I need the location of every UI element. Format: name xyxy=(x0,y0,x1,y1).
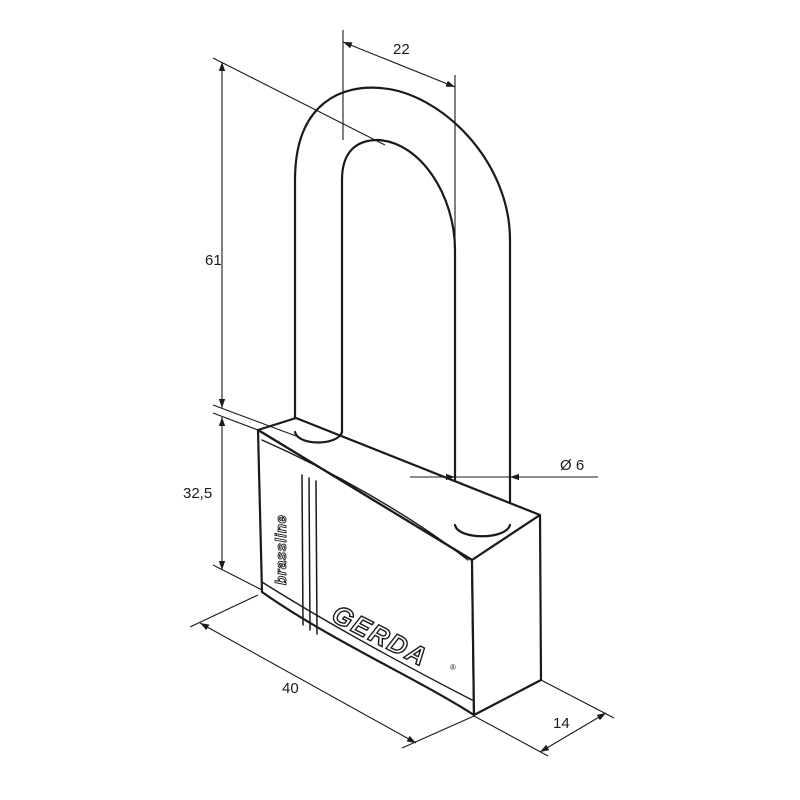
dimension-body-width: 40 xyxy=(189,594,475,749)
dimension-label-22: 22 xyxy=(393,41,410,58)
shackle-left-socket xyxy=(293,430,344,444)
brand-registered-mark: ® xyxy=(450,663,456,672)
dimension-body-height: 32,5 xyxy=(183,412,263,591)
dimension-label-14: 14 xyxy=(553,715,570,732)
shackle-right-socket xyxy=(453,523,512,538)
padlock-body xyxy=(256,416,543,717)
body-groove-3 xyxy=(315,480,318,635)
shackle-outer-outline xyxy=(293,86,512,527)
dimension-label-diameter: Ø 6 xyxy=(560,457,584,474)
dimension-body-depth: 14 xyxy=(473,679,615,757)
dimension-label-61: 61 xyxy=(205,252,222,269)
body-groove-2 xyxy=(308,477,311,631)
dimension-label-40: 40 xyxy=(282,680,299,697)
body-groove-1 xyxy=(301,474,304,626)
body-bevel-top xyxy=(261,439,469,561)
dimension-label-32-5: 32,5 xyxy=(183,485,212,502)
dimension-shackle-diameter: Ø 6 xyxy=(410,457,598,481)
product-line-label: brassline xyxy=(273,515,290,585)
dimension-shackle-height: 61 xyxy=(205,57,386,437)
shackle-inner-outline xyxy=(340,138,457,527)
dimension-shackle-width: 22 xyxy=(342,30,456,250)
